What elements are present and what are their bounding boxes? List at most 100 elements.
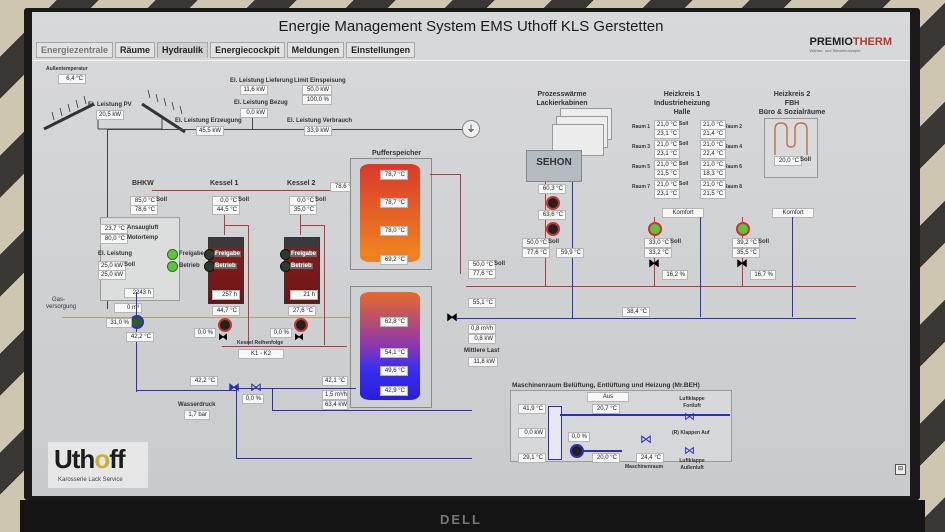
tab-meldungen[interactable]: Meldungen bbox=[286, 42, 345, 58]
side-menu-button[interactable]: ⊟ bbox=[895, 464, 906, 475]
return-lower-branch bbox=[236, 388, 237, 458]
hk1-room-actual: 21,4 °C bbox=[700, 129, 726, 139]
process-pump-1-icon[interactable] bbox=[546, 196, 560, 210]
machine-room-title: Maschinenraum Belüftung, Entlüftung und … bbox=[512, 382, 700, 389]
sehon-logo: SEHON bbox=[526, 150, 582, 182]
page-title: Energie Management System EMS Uthoff KLS… bbox=[278, 18, 664, 35]
bhkw-run-label: Betrieb bbox=[179, 263, 200, 269]
delivery-value: 11,6 kW bbox=[240, 85, 268, 95]
hk1-valve-pct: 16,2 % bbox=[662, 270, 688, 280]
hk1-room-actual: 23,1 °C bbox=[654, 129, 680, 139]
process-pump-2-icon[interactable] bbox=[546, 222, 560, 236]
hk1-room-actual: 21,5 °C bbox=[654, 169, 680, 179]
hk1-room-actual: 23,1 °C bbox=[654, 149, 680, 159]
hk2-mode[interactable]: Komfort bbox=[772, 208, 814, 218]
kessel2-run-label: Betrieb bbox=[290, 263, 313, 269]
damper-out-icon[interactable]: ⋈ bbox=[684, 411, 695, 423]
machine-room-status[interactable]: Aus bbox=[587, 392, 629, 402]
return-bottom-pipe-v bbox=[272, 388, 273, 410]
kessel1-pump-icon[interactable] bbox=[218, 318, 232, 332]
main-return-pipe bbox=[456, 318, 856, 319]
return-main-temp: 38,4 °C bbox=[622, 307, 650, 317]
process-temp-top: 60,3 °C bbox=[538, 184, 566, 194]
process-flow-pipe bbox=[545, 182, 546, 286]
kessel1-valve-pct: 0,0 % bbox=[194, 328, 216, 338]
return-bottom-pipe bbox=[236, 388, 356, 389]
consumption-label: El. Leistung Verbrauch bbox=[287, 118, 353, 124]
hk1-room-actual: 21,5 °C bbox=[700, 189, 726, 199]
kessel2-actual: 35,0 °C bbox=[289, 205, 317, 215]
kessel2-release-label: Freigabe bbox=[290, 251, 318, 257]
kessel2-pump-icon[interactable] bbox=[294, 318, 308, 332]
avg-load-label: Mittlere Last bbox=[464, 348, 500, 354]
hk2-setpoint: 39,2 °C bbox=[732, 238, 760, 248]
hk1-room-name: Raum 3 bbox=[632, 144, 651, 150]
hk1-valve-icon[interactable]: ⧓ bbox=[648, 256, 660, 270]
bhkw-actual: 78,6 °C bbox=[130, 205, 158, 215]
hk1-pump-icon[interactable] bbox=[648, 222, 662, 236]
hk2-pump-icon[interactable] bbox=[736, 222, 750, 236]
monitor-bezel-bottom bbox=[20, 500, 925, 532]
hk1-room-actual: 18,3 °C bbox=[700, 169, 726, 179]
hk1-soll-label: Soll bbox=[670, 239, 682, 245]
buffer1-outlet-pipe-v bbox=[460, 174, 461, 274]
flow-actual: 77,6 °C bbox=[468, 269, 496, 279]
hk1-room-name: Raum 4 bbox=[724, 144, 743, 150]
buffer2-temp-2: 54,1 °C bbox=[380, 348, 408, 358]
bhkw-pump-icon[interactable] bbox=[130, 315, 144, 329]
header-divider bbox=[32, 60, 910, 61]
buffer1-temp-1: 78,7 °C bbox=[380, 170, 408, 180]
kessel1-run-label: Betrieb bbox=[214, 263, 237, 269]
hk1-room-name: Raum 6 bbox=[724, 164, 743, 170]
hk2-soll-label: Soll bbox=[758, 239, 770, 245]
sequence-value[interactable]: K1 - K2 bbox=[238, 349, 284, 359]
kessel1-label: Kessel 1 bbox=[210, 180, 239, 187]
electric-bus-line bbox=[107, 129, 467, 130]
buffer2-vessel bbox=[360, 292, 420, 400]
flow-soll-label: Soll bbox=[494, 261, 506, 267]
outdoor-temp-label: Außentemperatur bbox=[46, 66, 88, 72]
kessel1-hours: 257 h bbox=[212, 290, 240, 300]
hk1-room-soll-label: Soll bbox=[679, 121, 689, 127]
hk1-room-actual: 22,4 °C bbox=[700, 149, 726, 159]
floor-heating-coil-icon bbox=[774, 122, 808, 155]
tab-einstellungen[interactable]: Einstellungen bbox=[346, 42, 416, 58]
consumption-value: 33,9 kW bbox=[304, 126, 332, 136]
kessel1-valve-icon[interactable]: ⧓ bbox=[218, 332, 228, 343]
pv-label: El. Leistung PV bbox=[88, 102, 132, 108]
bhkw-return-pipe bbox=[136, 292, 137, 392]
mixer-temp: 55,1 °C bbox=[468, 298, 496, 308]
hk1-setpoint: 33,0 °C bbox=[644, 238, 672, 248]
heat-exchanger-icon bbox=[548, 406, 562, 460]
return-lower-branch-h bbox=[236, 458, 472, 459]
ems-screen: Energie Management System EMS Uthoff KLS… bbox=[32, 12, 910, 496]
tab-energiecockpit[interactable]: Energiecockpit bbox=[210, 42, 285, 58]
tab-hydraulik[interactable]: Hydraulik bbox=[157, 42, 209, 58]
return-shutoff-valve-icon[interactable]: ⋈ bbox=[250, 380, 262, 394]
draw-label: El. Leistung Bezug bbox=[234, 100, 288, 106]
tab-raeume[interactable]: Räume bbox=[115, 42, 156, 58]
return-mixer-valve-icon[interactable]: ⧓ bbox=[228, 380, 240, 394]
hk2-floor-heating bbox=[764, 118, 818, 178]
damper-in-icon[interactable]: ⋈ bbox=[684, 445, 695, 457]
buffer1-temp-3: 78,0 °C bbox=[380, 226, 408, 236]
return-power: 63,4 kW bbox=[322, 400, 348, 410]
mr-valve-icon[interactable]: ⋈ bbox=[640, 432, 652, 446]
main-mixer-valve-icon[interactable]: ⧓ bbox=[446, 310, 458, 324]
bhkw-release-label: Freigabe bbox=[179, 251, 205, 257]
buffer2-temp-4: 42,9 °C bbox=[380, 386, 408, 396]
hk2-valve-icon[interactable]: ⧓ bbox=[736, 256, 748, 270]
draw-value: 0,0 kW bbox=[240, 108, 268, 118]
sequence-label: Kessel Reihenfolge bbox=[237, 340, 284, 346]
hk1-mode[interactable]: Komfort bbox=[662, 208, 704, 218]
grid-connection-line bbox=[252, 118, 253, 130]
hk1-room-name: Raum 5 bbox=[632, 164, 651, 170]
bhkw-el-soll-label: Soll bbox=[124, 262, 136, 268]
kessel2-valve-icon[interactable]: ⧓ bbox=[294, 332, 304, 343]
bhkw-el-actual: 25,0 kW bbox=[98, 270, 126, 280]
kessel1-return-temp: 44,7 °C bbox=[212, 306, 240, 316]
tab-energiezentrale[interactable]: Energiezentrale bbox=[36, 42, 114, 58]
mixer-power: 0,8 kW bbox=[468, 334, 496, 344]
